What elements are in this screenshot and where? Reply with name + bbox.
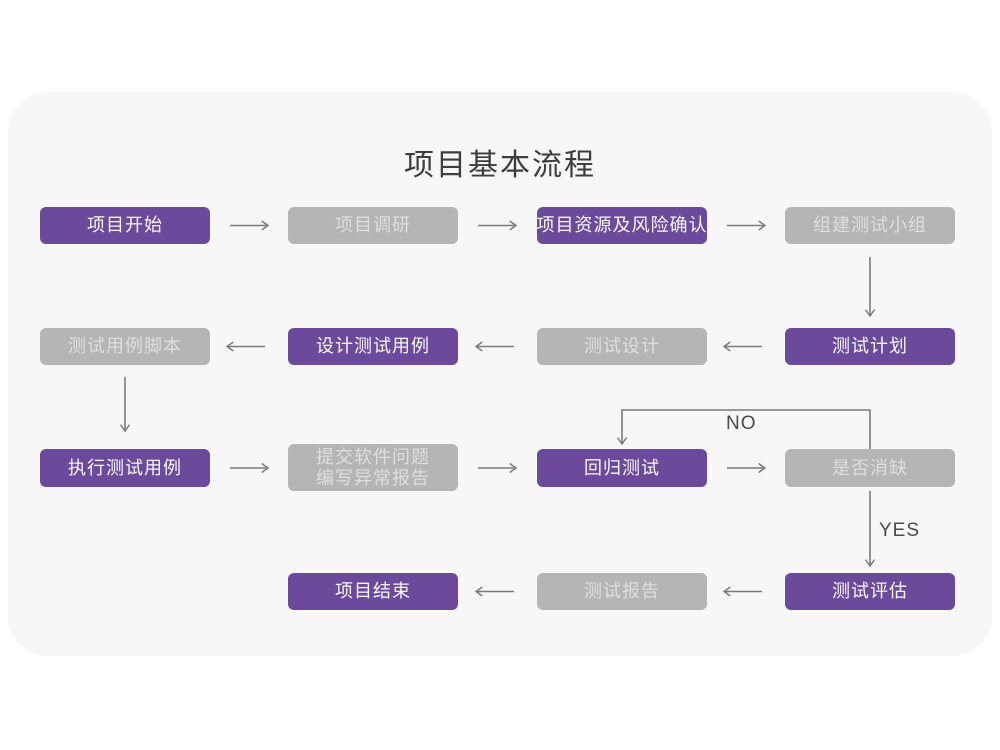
node-defect-resolved-decision: 是否消缺 — [785, 449, 955, 487]
node-label: 测试用例脚本 — [68, 336, 182, 356]
node-label-line1: 提交软件问题 — [316, 446, 430, 467]
node-label: 是否消缺 — [832, 457, 908, 478]
edge-label-no: NO — [726, 413, 757, 434]
node-execute-test-cases: 执行测试用例 — [40, 449, 210, 487]
node-test-report: 测试报告 — [537, 573, 707, 610]
node-label-line2: 编写异常报告 — [316, 467, 430, 488]
node-test-evaluation: 测试评估 — [785, 573, 955, 610]
node-test-plan: 测试计划 — [785, 328, 955, 365]
node-label: 组建测试小组 — [813, 215, 927, 235]
page-title: 项目基本流程 — [404, 149, 596, 182]
node-project-resources-risk-confirm: 项目资源及风险确认 — [537, 207, 707, 244]
node-regression-test: 回归测试 — [537, 449, 707, 487]
node-build-test-team: 组建测试小组 — [785, 207, 955, 244]
node-project-end: 项目结束 — [288, 573, 458, 610]
node-label: 测试报告 — [584, 581, 660, 601]
node-test-case-scripts: 测试用例脚本 — [40, 328, 210, 365]
node-test-design: 测试设计 — [537, 328, 707, 365]
node-label: 项目开始 — [87, 215, 163, 235]
node-label: 测试评估 — [832, 581, 908, 601]
node-label: 执行测试用例 — [68, 457, 182, 478]
node-label: 项目调研 — [335, 215, 411, 235]
node-label: 项目结束 — [335, 581, 411, 601]
node-project-start: 项目开始 — [40, 207, 210, 244]
node-label: 设计测试用例 — [316, 336, 430, 356]
node-project-research: 项目调研 — [288, 207, 458, 244]
node-submit-issues-write-report: 提交软件问题 编写异常报告 — [288, 444, 458, 491]
node-label: 回归测试 — [584, 457, 660, 478]
node-label: 测试设计 — [584, 336, 660, 356]
node-design-test-cases: 设计测试用例 — [288, 328, 458, 365]
node-label: 项目资源及风险确认 — [536, 215, 708, 235]
node-label: 测试计划 — [832, 336, 908, 356]
flowchart-card — [8, 92, 992, 656]
edge-label-yes: YES — [879, 520, 921, 541]
